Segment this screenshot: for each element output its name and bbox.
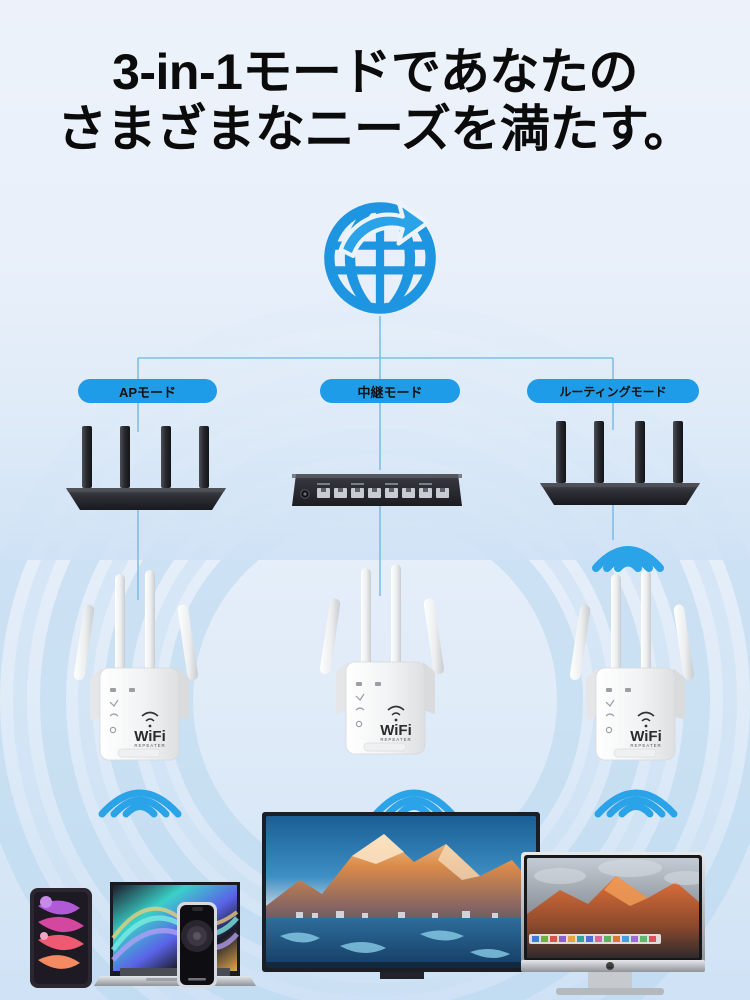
svg-text:WiFi: WiFi (630, 728, 662, 745)
headline-line-1: 3-in-1モードであなたの (112, 44, 638, 100)
wifi-signal-icon-uplink (592, 546, 664, 572)
repeater-brand: WiFi REPEATER (630, 711, 662, 748)
svg-text:WiFi: WiFi (380, 722, 412, 739)
repeater-brand: WiFi REPEATER (134, 711, 166, 748)
repeater-antennas (570, 570, 694, 682)
repeater-led-indicators (605, 688, 631, 734)
repeater-led-indicators (109, 688, 135, 734)
repeater-led-indicators (355, 682, 381, 728)
mode-label-repeater[interactable]: 中継モード (320, 379, 460, 403)
client-device-cluster (30, 812, 705, 995)
wifi-signal-icon-routing (594, 789, 678, 818)
wifi-repeater-routing: WiFi REPEATER (570, 570, 694, 761)
svg-text:REPEATER: REPEATER (630, 743, 661, 748)
device-tablet-ipad (30, 888, 92, 988)
wifi-repeater-ap: WiFi REPEATER (74, 570, 198, 761)
svg-text:REPEATER: REPEATER (380, 737, 411, 742)
globe-arrow-icon (324, 200, 436, 314)
repeater-antennas (320, 564, 444, 676)
wifi-router-routing-mode (540, 421, 700, 505)
page-title: 3-in-1モードであなたの さまざまなニーズを満たす。 (0, 44, 750, 158)
switch-ports (317, 483, 449, 498)
mode-label-routing[interactable]: ルーティングモード (527, 379, 699, 403)
wifi-signal-icon-relay (372, 789, 456, 818)
wifi-repeater-relay: WiFi REPEATER (320, 564, 444, 755)
device-phone-iphone (177, 902, 217, 988)
network-switch (292, 474, 462, 506)
device-laptop-macbook (94, 882, 256, 986)
mode-label-ap[interactable]: APモード (78, 379, 217, 403)
wifi-router-ap-mode (66, 426, 226, 510)
repeater-antennas (74, 570, 198, 682)
svg-text:WiFi: WiFi (134, 728, 166, 745)
wifi-signal-icon-ap (98, 789, 182, 818)
headline-line-2: さまざまなニーズを満たす。 (57, 101, 694, 157)
device-desktop-imac (521, 852, 705, 995)
device-tv (262, 812, 540, 979)
repeater-brand: WiFi REPEATER (380, 705, 412, 742)
svg-text:REPEATER: REPEATER (134, 743, 165, 748)
